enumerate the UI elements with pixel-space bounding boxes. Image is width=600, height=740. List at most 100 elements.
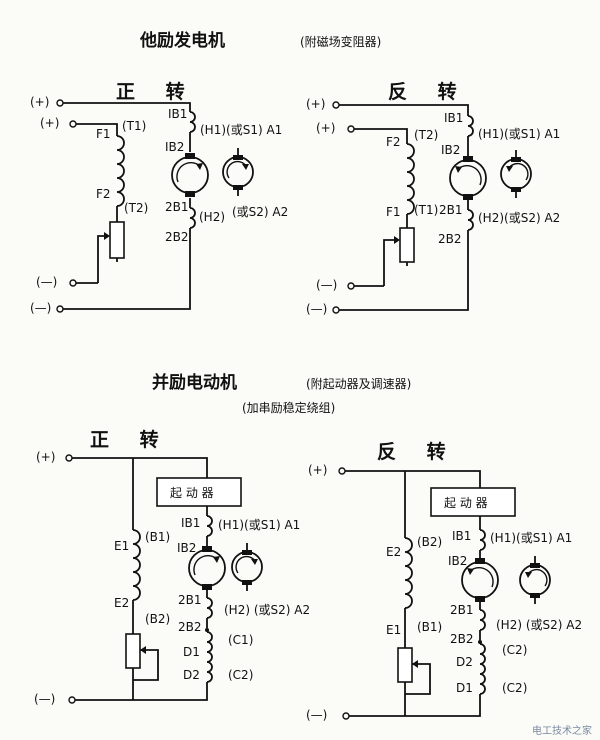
mot-rev-c2: (C2) [502,643,527,657]
generator-title: 他励发电机 [139,30,225,51]
mot-fwd-starter-box [156,477,242,507]
mot-fwd-shunt-coil [132,529,141,601]
mot-fwd-b2: (B2) [145,612,170,626]
gen-fwd-t2: (T2) [124,201,148,215]
gen-fwd-heading: 正 转 [116,80,197,103]
gen-fwd-t1: (T1) [122,119,146,133]
mot-rev-starter: 起 动 器 [444,496,488,510]
gen-rev-minus-field: (—) [316,278,337,292]
mot-rev-e2: E2 [386,545,401,559]
mot-fwd-c1: (C1) [228,633,253,647]
gen-rev-plus-top: (+) [306,97,325,111]
mot-rev-minus: (—) [306,708,327,722]
mot-rev-b1: (B1) [417,620,442,634]
mot-fwd-c2: (C2) [228,668,253,682]
mot-rev-terminal-plus [338,467,346,475]
gen-fwd-minus-field: (—) [36,275,57,289]
mot-rev-b2: (B2) [417,535,442,549]
mot-rev-d2: D2 [456,655,473,669]
gen-rev-ib1: IB1 [444,111,463,125]
gen-rev-field-coil [406,143,415,215]
gen-fwd-h1: (H1)(或S1) A1 [200,123,282,137]
mot-fwd-starter: 起 动 器 [170,486,214,500]
mot-fwd-b1: (B1) [145,530,170,544]
motor-note2: (加串励稳定绕组) [242,400,335,415]
mot-rev-2b2: 2B2 [450,632,474,646]
generator-forward: 正 转 (+) (+) F1 (T1) F2 (T2) (—) (—) [30,80,288,315]
gen-fwd-h2: (或S2) A2 [232,205,288,219]
mot-rev-h2: (H2) (或S2) A2 [496,618,582,632]
gen-rev-terminal-minus-field [347,282,355,290]
gen-rev-h1: (H1)(或S1) A1 [478,127,560,141]
gen-fwd-h2a: (H2) [199,210,225,224]
mot-rev-terminal-minus [342,712,350,720]
gen-rev-ib2: IB2 [441,143,460,157]
mot-rev-heading: 反 转 [377,440,458,463]
gen-rev-h2: (H2)(或S2) A2 [478,211,560,225]
mot-rev-ib2: IB2 [448,554,467,568]
gen-fwd-2b2: 2B2 [165,230,189,244]
mot-fwd-terminal-minus [68,696,76,704]
mot-fwd-d1: D1 [183,645,200,659]
mot-fwd-terminal-plus [65,454,73,462]
gen-rev-heading: 反 转 [388,80,469,103]
gen-rev-terminal-plus-field [347,125,355,133]
gen-rev-2b1: 2B1 [439,203,463,217]
mot-rev-2b1: 2B1 [450,603,474,617]
mot-fwd-ib2: IB2 [177,541,196,555]
motor-reverse: 反 转 (+) 起 动 器 IB1 IB2 2B1 2B2 D2 D1 (C2)… [306,440,582,722]
gen-fwd-terminal-minus-arm [56,305,64,313]
gen-rev-minus-arm: (—) [306,302,327,316]
mot-rev-series-coil [479,643,486,695]
mot-fwd-heading: 正 转 [90,428,171,451]
gen-fwd-terminal-minus-field [69,279,77,287]
watermark-text: 电工技术之家 [532,724,592,737]
mot-rev-e1: E1 [386,623,401,637]
mot-rev-c2b: (C2) [502,681,527,695]
mot-fwd-h1: (H1)(或S1) A1 [218,518,300,532]
mot-fwd-e1: E1 [114,539,129,553]
gen-rev-plus-field: (+) [316,121,335,135]
generator-reverse: 反 转 (+) (+) F2 (T2) F1 (T1) (—) (—) [306,80,560,316]
gen-fwd-terminal-plus-field [69,120,77,128]
gen-rev-terminal-plus-top [332,101,340,109]
mot-rev-shunt-coil [404,537,413,609]
gen-rev-2b2: 2B2 [438,232,462,246]
gen-fwd-field-coil [116,135,125,207]
motor-title: 并励电动机 [152,372,237,393]
mot-fwd-d2: D2 [183,668,200,682]
gen-fwd-f2: F2 [96,187,111,201]
mot-fwd-minus: (—) [34,692,55,706]
gen-rev-f1: F1 [386,205,401,219]
mot-rev-starter-box [430,487,516,517]
mot-fwd-2b2: 2B2 [178,620,202,634]
gen-fwd-minus-arm: (—) [30,301,51,315]
gen-fwd-plus-field: (+) [40,116,59,130]
mot-rev-plus: (+) [308,463,327,477]
gen-fwd-interpole-bottom [189,207,196,229]
mot-fwd-2b1: 2B1 [178,593,202,607]
gen-rev-field-rheostat [399,227,415,263]
gen-fwd-terminal-plus-top [56,99,64,107]
gen-rev-t1: (T1) [414,203,438,217]
mot-fwd-series-coil [206,631,213,683]
gen-rev-interpole-bottom [467,209,474,231]
gen-fwd-2b1: 2B1 [165,200,189,214]
gen-rev-t2: (T2) [414,128,438,142]
generator-note: (附磁场变阻器) [300,34,381,49]
mot-rev-ib1: IB1 [452,529,471,543]
gen-fwd-plus-top: (+) [30,95,49,109]
motor-note: (附起动器及调速器) [306,377,411,391]
mot-fwd-h2: (H2) (或S2) A2 [224,603,310,617]
mot-rev-h1: (H1)(或S1) A1 [490,531,572,545]
mot-rev-speed-regulator [397,647,413,683]
gen-rev-interpole-top [467,115,474,137]
gen-fwd-interpole-top [189,111,196,133]
gen-fwd-ib1: IB1 [168,107,187,121]
mot-fwd-plus: (+) [36,450,55,464]
mot-fwd-ib1: IB1 [181,516,200,530]
mot-fwd-speed-regulator [125,633,141,669]
gen-fwd-field-rheostat [109,221,125,259]
